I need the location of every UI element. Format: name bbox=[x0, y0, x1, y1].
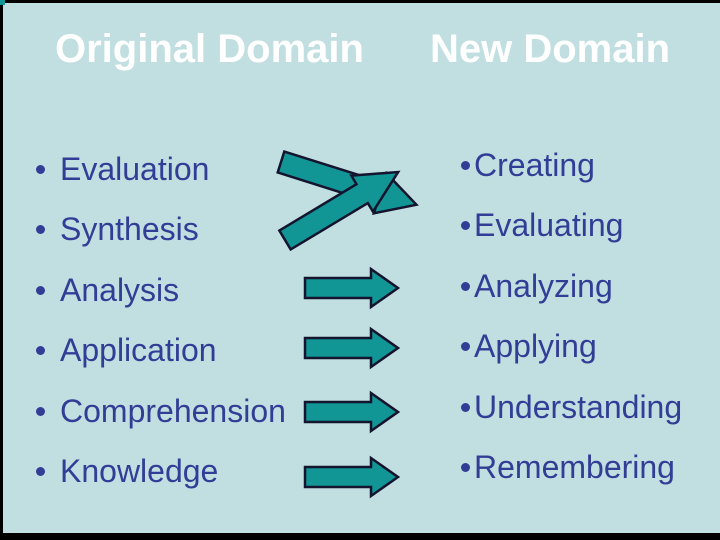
list-item-label: Comprehension bbox=[60, 392, 286, 429]
list-item-label: Analysis bbox=[60, 271, 180, 308]
frame-edge-top bbox=[0, 0, 720, 3]
arrow-application-to-applying-icon bbox=[303, 326, 401, 370]
frame-edge-left bbox=[0, 0, 3, 540]
arrow-analysis-to-analyzing-icon bbox=[303, 266, 401, 310]
list-item: Analyzing bbox=[461, 256, 682, 317]
list-item-label: Knowledge bbox=[60, 453, 219, 490]
bullet-icon bbox=[461, 160, 470, 170]
arrow-synthesis-to-creating-icon bbox=[277, 170, 401, 252]
list-item-label: Analyzing bbox=[474, 267, 613, 304]
list-item: Comprehension bbox=[36, 381, 286, 442]
list-item-label: Remembering bbox=[474, 449, 675, 486]
bullet-icon bbox=[36, 164, 45, 174]
bullet-icon bbox=[461, 342, 470, 352]
list-item: Understanding bbox=[461, 377, 682, 438]
frame-edge-bottom bbox=[0, 533, 720, 540]
bullet-icon bbox=[461, 463, 470, 473]
header-original-domain: Original Domain bbox=[55, 27, 364, 71]
list-item: Evaluating bbox=[461, 196, 682, 257]
bullet-icon bbox=[36, 406, 45, 416]
list-item-label: Understanding bbox=[474, 388, 683, 425]
header-new-domain: New Domain bbox=[430, 27, 671, 71]
list-item: Evaluation bbox=[36, 139, 286, 200]
list-item-label: Creating bbox=[474, 146, 595, 183]
list-item-label: Synthesis bbox=[60, 211, 199, 248]
bullet-icon bbox=[36, 285, 45, 295]
bullet-icon bbox=[461, 221, 470, 231]
bullet-icon bbox=[461, 402, 470, 412]
bullet-icon bbox=[36, 346, 45, 356]
list-item: Remembering bbox=[461, 438, 682, 499]
bullet-icon bbox=[36, 467, 45, 477]
arrow-comprehension-to-understanding-icon bbox=[303, 390, 401, 434]
list-item: Analysis bbox=[36, 260, 286, 321]
list-item: Synthesis bbox=[36, 200, 286, 261]
list-item-label: Evaluating bbox=[474, 207, 624, 244]
bullet-icon bbox=[36, 225, 45, 235]
list-item: Application bbox=[36, 321, 286, 382]
bullet-icon bbox=[461, 281, 470, 291]
new-domain-list: Creating Evaluating Analyzing Applying U… bbox=[461, 135, 682, 498]
list-item: Knowledge bbox=[36, 442, 286, 503]
list-item-label: Applying bbox=[474, 328, 597, 365]
corner-accent-dot bbox=[0, 0, 5, 5]
original-domain-list: Evaluation Synthesis Analysis Applicatio… bbox=[36, 139, 286, 502]
list-item: Applying bbox=[461, 317, 682, 378]
list-item: Creating bbox=[461, 135, 682, 196]
arrow-knowledge-to-remembering-icon bbox=[303, 455, 401, 499]
list-item-label: Evaluation bbox=[60, 150, 210, 187]
list-item-label: Application bbox=[60, 332, 217, 369]
